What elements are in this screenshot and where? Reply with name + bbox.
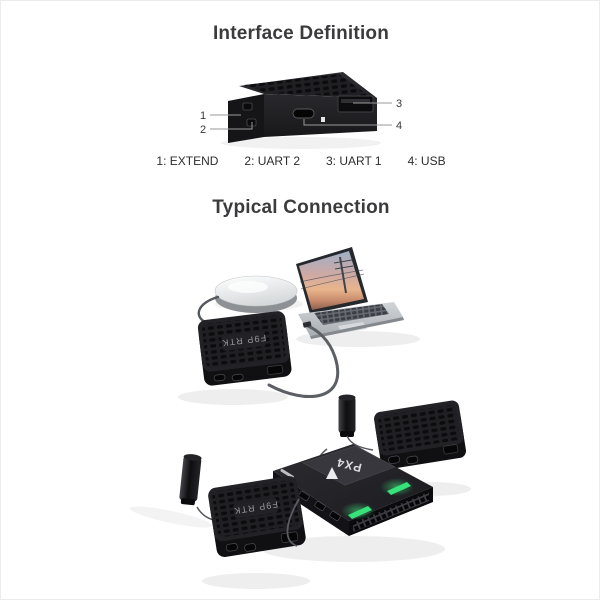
antenna-body-left: [179, 456, 202, 502]
interface-legend: 1: EXTEND 2: UART 2 3: UART 1 4: USB: [1, 154, 599, 168]
callout-3-label: 3: [396, 98, 402, 110]
gps-antenna-puck: [214, 275, 298, 313]
brand-print: [280, 468, 294, 479]
fc-shadow: [261, 536, 445, 562]
legend-item-extend: 1: EXTEND: [156, 154, 219, 168]
module-shadow: [178, 389, 288, 405]
px4-label: PX4: [335, 455, 363, 475]
usb-plug: [302, 321, 312, 328]
rtk2-shadow: [202, 573, 310, 589]
antenna-body: [338, 397, 356, 433]
antenna-base-left: [180, 498, 196, 506]
callout-1-label: 1: [200, 110, 206, 122]
rtk-port-2: [231, 373, 244, 382]
servo-rail-pins: [353, 492, 429, 532]
typical-connection-title: Typical Connection: [212, 197, 390, 218]
status-led-2: [348, 506, 372, 519]
status-led-1: [387, 482, 411, 495]
telemetry-port-1: [388, 455, 401, 465]
laptop-wallpaper-powerlines: [299, 256, 365, 294]
antenna-base: [340, 431, 354, 437]
antenna-cap-left: [183, 454, 202, 461]
laptop: [296, 247, 404, 339]
callout-4-label: 4: [396, 120, 402, 132]
laptop-screen: [299, 251, 364, 310]
callout-labels: 1 2 3 4: [200, 98, 402, 136]
usb-c-port: [292, 108, 315, 119]
telemetry-module: [374, 400, 467, 470]
interface-definition-title: Interface Definition: [212, 23, 390, 44]
uart1-connector-pins: [341, 99, 370, 103]
rtk-module-2: F9P RTK: [208, 476, 306, 557]
legend-item-uart1: 3: UART 1: [326, 154, 382, 168]
callout-4-line: [303, 119, 392, 126]
laptop-front-edge: [310, 317, 404, 339]
flight-controller: PX4: [273, 444, 433, 536]
device-heatsink-fins: [244, 74, 370, 97]
legend-item-uart2: 2: UART 2: [244, 154, 300, 168]
rtk2-label-plate: [233, 497, 279, 519]
callout-2-label: 2: [200, 124, 206, 136]
callout-2-line: [210, 122, 253, 130]
laptop-connection-diagram: F9P RTK: [178, 247, 420, 405]
laptop-keyboard: [314, 304, 389, 325]
telemetry-port-3: [442, 444, 459, 455]
telemetry-antenna: [338, 394, 356, 437]
antenna-cap: [338, 394, 356, 401]
extend-port: [242, 102, 253, 111]
rtk-module: F9P RTK: [197, 311, 292, 386]
antenna-left-shadow: [129, 506, 213, 528]
rtk2-port-1: [225, 543, 238, 552]
telemetry-port-2: [406, 455, 419, 465]
rtk2-port-2: [244, 543, 257, 552]
legend-item-usb: 4: USB: [407, 154, 446, 168]
device-left-face: [228, 94, 264, 143]
interface-device-illustration: 1 2 3 4: [200, 72, 402, 149]
rtk-port-1: [213, 373, 226, 382]
telemetry-fins: [378, 404, 460, 452]
callout-lines: [210, 102, 392, 130]
antenna-cable-top: [346, 435, 374, 451]
rtk-label-plate: [221, 331, 267, 351]
usb-cable: [267, 324, 340, 398]
puck-highlight: [228, 281, 268, 293]
boot-button: [321, 117, 325, 122]
flight-controller-diagram: PX4 F9P RTK: [129, 394, 471, 589]
rtk2-fc-cable: [286, 498, 300, 547]
telemetry-device: [221, 72, 381, 149]
gps-antenna-rod: [179, 454, 202, 506]
orientation-arrow: [326, 467, 338, 479]
uart1-connector: [337, 95, 374, 113]
device-shadow: [221, 137, 381, 149]
rtk-port-3: [266, 364, 284, 375]
